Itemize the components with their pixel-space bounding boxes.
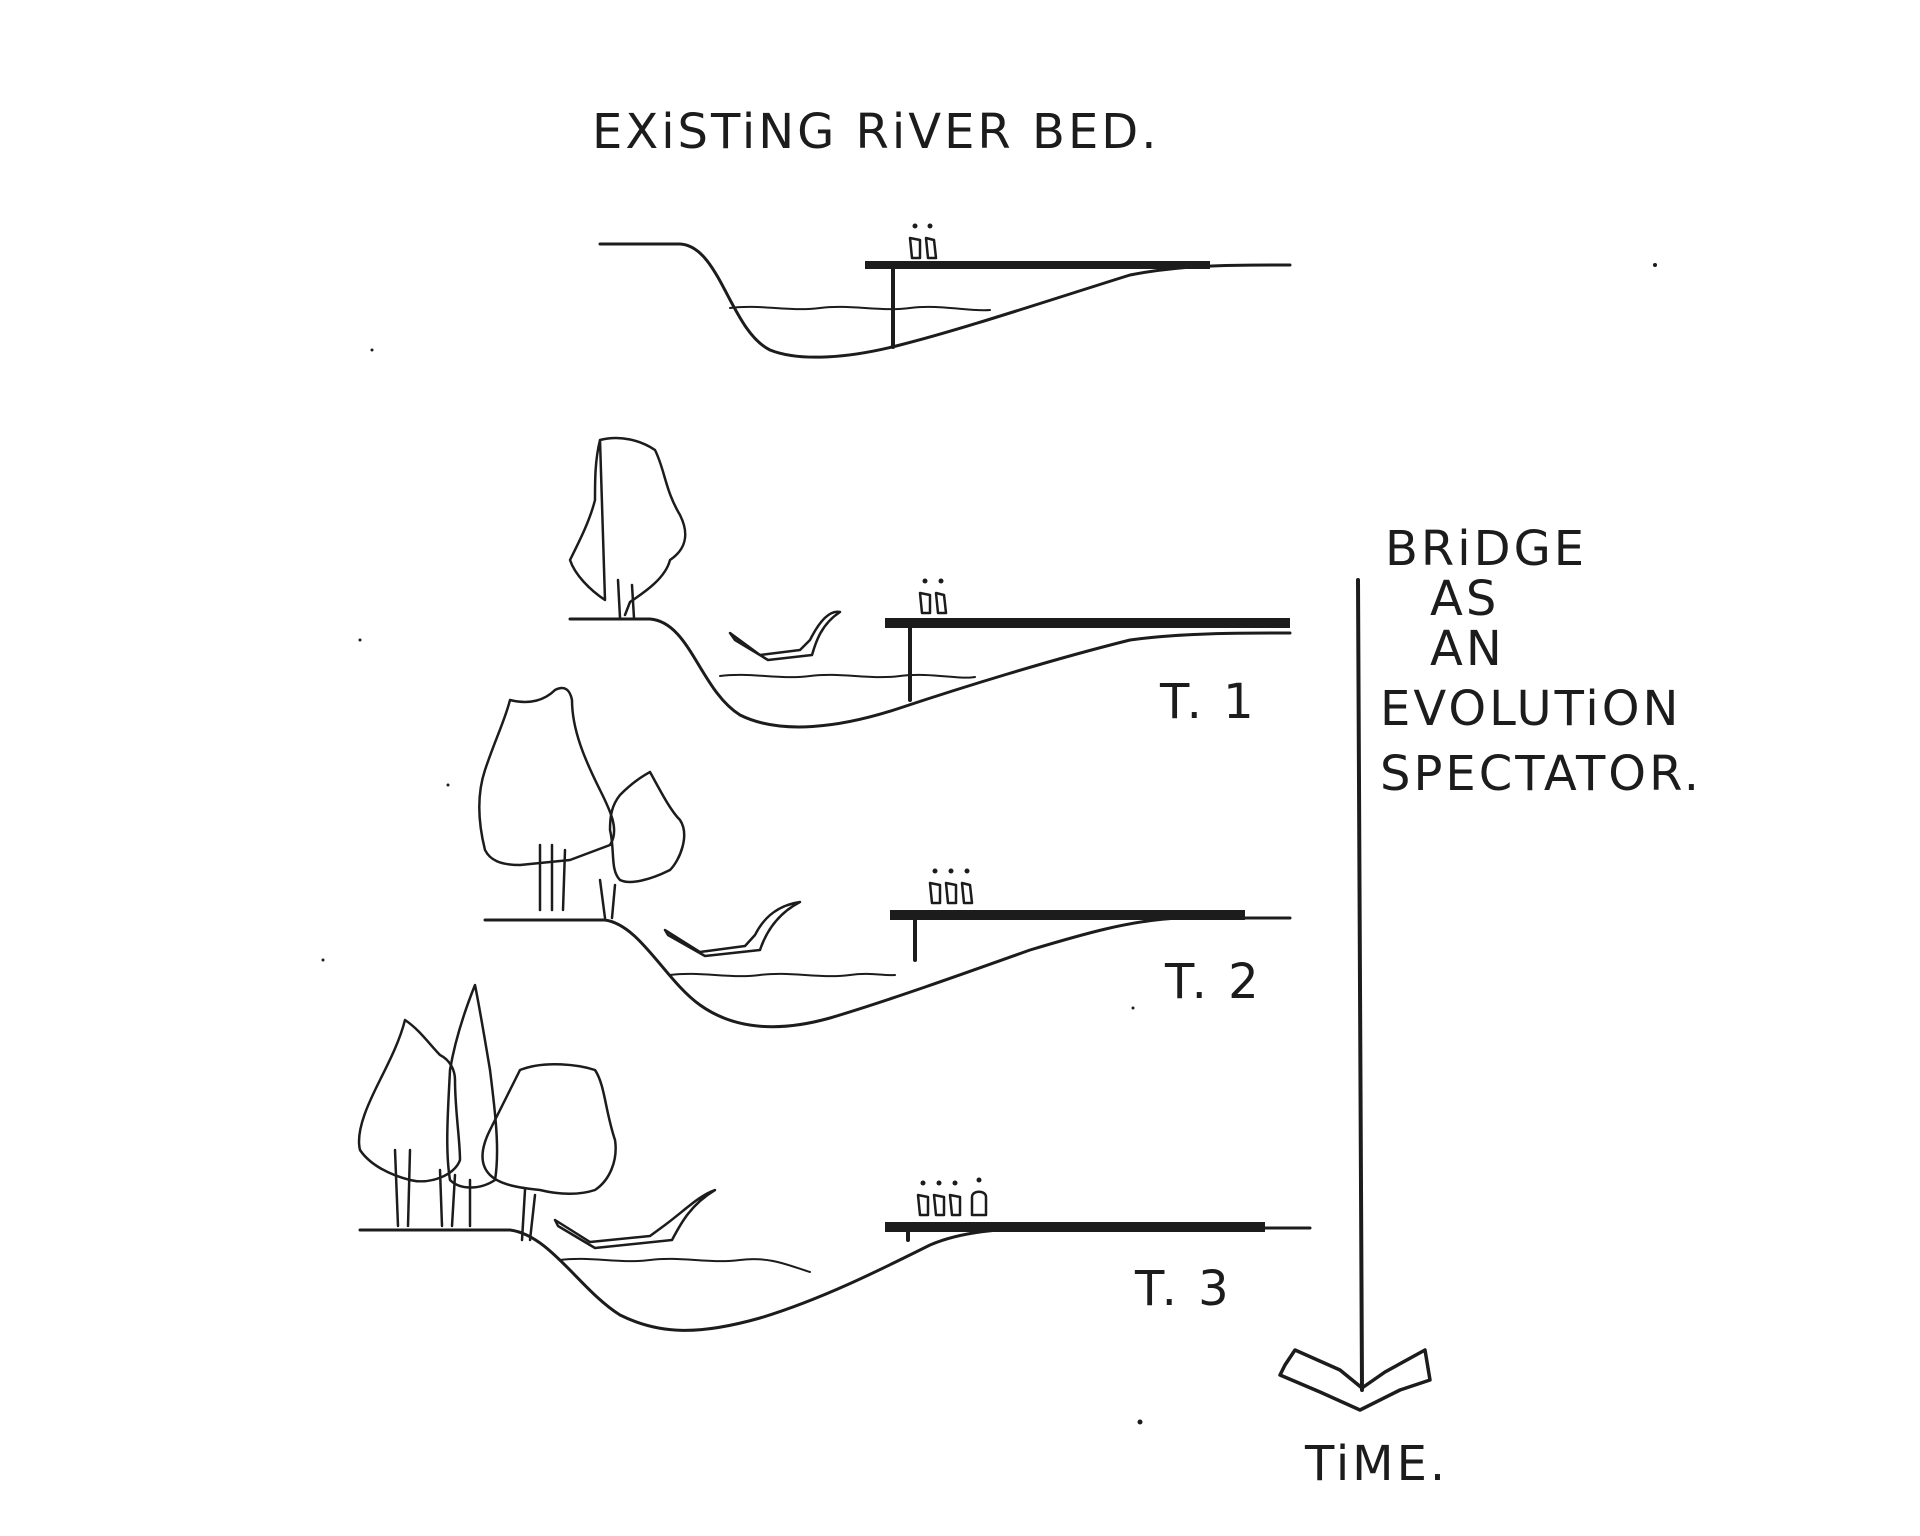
bridge-deck bbox=[865, 261, 1210, 269]
tree-large bbox=[477, 686, 616, 867]
spectators bbox=[916, 1177, 988, 1217]
spectators bbox=[928, 868, 974, 905]
ground-profile bbox=[568, 617, 1292, 729]
water-line bbox=[559, 1257, 811, 1273]
stage-t1: T. 1 bbox=[568, 436, 1292, 730]
side-note-line: EVOLUTiON bbox=[1380, 681, 1681, 737]
sketch-title: EXiSTiNG RiVER BED. bbox=[592, 104, 1160, 160]
side-note-line: SPECTATOR. bbox=[1380, 746, 1702, 802]
spectators bbox=[908, 223, 938, 260]
spectators bbox=[918, 578, 948, 615]
time-label: TiME. bbox=[1304, 1436, 1448, 1492]
stage-t2: T. 2 bbox=[477, 686, 1292, 1029]
time-arrow bbox=[1278, 578, 1432, 1412]
side-note-line: AN bbox=[1430, 621, 1505, 677]
bridge-deck bbox=[885, 618, 1290, 628]
bridge-deck bbox=[885, 1222, 1265, 1232]
water-line bbox=[729, 305, 991, 312]
paper-specks bbox=[321, 263, 1657, 1425]
tree-right bbox=[481, 1062, 617, 1195]
side-note-line: AS bbox=[1430, 571, 1499, 627]
ground-profile bbox=[358, 1226, 1312, 1332]
water-line bbox=[719, 673, 976, 679]
bridge-deck bbox=[890, 910, 1245, 920]
stage-label: T. 1 bbox=[1159, 674, 1257, 730]
ground-profile bbox=[598, 242, 1292, 359]
bank-walkway bbox=[663, 900, 802, 958]
stage-label: T. 2 bbox=[1164, 954, 1262, 1010]
stage-t3: T. 3 bbox=[357, 983, 1312, 1332]
bank-walkway bbox=[728, 610, 842, 662]
side-note: BRiDGE AS AN EVOLUTiON SPECTATOR. bbox=[1380, 521, 1702, 802]
arrow-head bbox=[1278, 1348, 1432, 1412]
tree-small bbox=[608, 770, 686, 884]
tree bbox=[568, 436, 687, 617]
water-line bbox=[669, 972, 896, 978]
stage-label: T. 3 bbox=[1134, 1261, 1232, 1317]
bank-walkway bbox=[553, 1188, 717, 1250]
tree-left bbox=[357, 1018, 462, 1183]
side-note-line: BRiDGE bbox=[1385, 521, 1587, 577]
stage-existing bbox=[598, 223, 1292, 359]
